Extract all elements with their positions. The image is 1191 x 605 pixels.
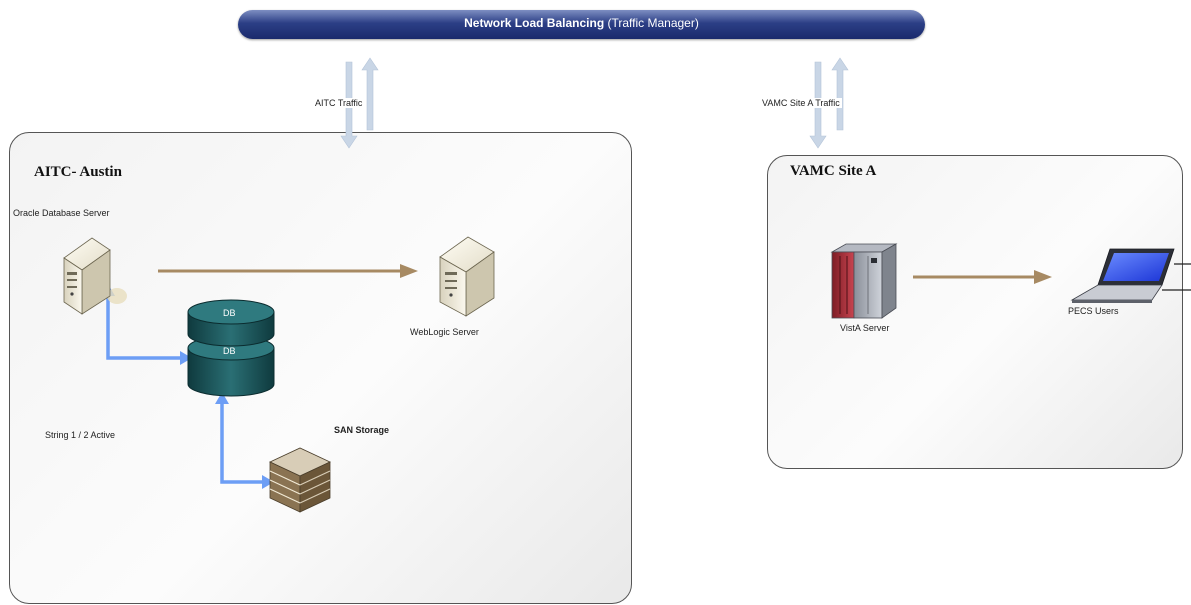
weblogic-server-icon xyxy=(439,236,495,317)
db-bottom-label: DB xyxy=(223,346,236,356)
aitc-traffic-label: AITC Traffic xyxy=(313,98,365,108)
vista-pecs-link xyxy=(913,270,1052,284)
banner-title-rest: (Traffic Manager) xyxy=(604,16,699,30)
vista-server-label: VistA Server xyxy=(840,323,890,333)
oracle-server-label: Oracle Database Server xyxy=(13,208,110,218)
db-top-label: DB xyxy=(223,308,236,318)
string-active-label: String 1 / 2 Active xyxy=(45,430,116,440)
aitc-austin-panel xyxy=(9,132,632,604)
load-balancer-banner: Network Load Balancing (Traffic Manager) xyxy=(238,10,925,39)
db-san-arrowhead-right xyxy=(262,475,274,489)
vamc-panel-title: VAMC Site A xyxy=(790,163,877,179)
oracle-server-icon xyxy=(63,237,127,315)
san-storage-label: SAN Storage xyxy=(334,425,390,435)
san-storage-icon xyxy=(269,447,331,513)
db-stack-icon xyxy=(187,299,275,397)
pecs-laptop-icon xyxy=(1070,248,1191,303)
vamc-traffic-label: VAMC Site A Traffic xyxy=(760,98,842,108)
db-san-arrowhead-up xyxy=(215,392,229,404)
oracle-db-arrowhead-right xyxy=(180,351,192,365)
db-san-link xyxy=(220,398,265,484)
pecs-users-label: PECS Users xyxy=(1068,306,1119,316)
oracle-weblogic-link xyxy=(158,264,418,278)
aitc-panel-title: AITC- Austin xyxy=(34,164,122,180)
weblogic-server-label: WebLogic Server xyxy=(410,327,479,337)
vista-server-icon xyxy=(830,243,898,319)
oracle-db-link xyxy=(106,293,184,360)
banner-title-bold: Network Load Balancing xyxy=(464,16,605,30)
